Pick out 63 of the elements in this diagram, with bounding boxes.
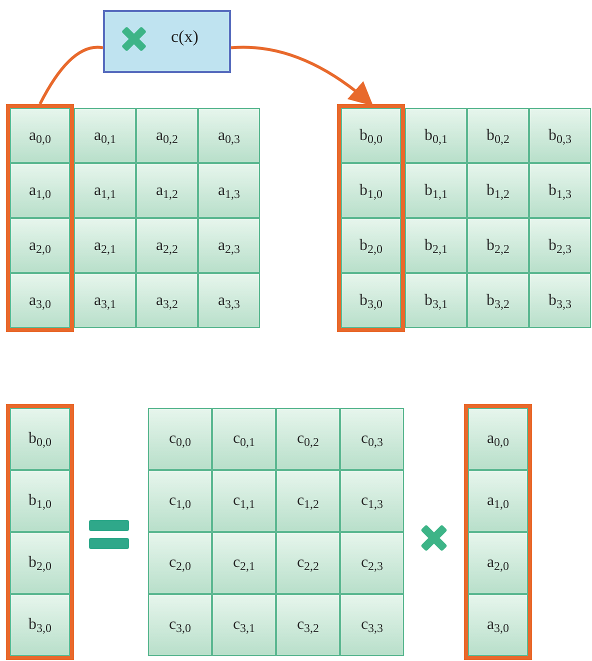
matrix-cell: c$_{1,1}$	[212, 470, 276, 532]
matrix-cell: b$_{0,0}$	[10, 408, 70, 470]
matrix-cell: a$_{2,3}$	[198, 218, 260, 273]
matrix-cell: b$_{2,1}$	[405, 218, 467, 273]
matrix-cell: a$_{2,1}$	[74, 218, 136, 273]
matrix-cell: a$_{3,0}$	[468, 594, 528, 656]
function-label: c(x)	[171, 28, 198, 45]
matrix-cell: c$_{0,1}$	[212, 408, 276, 470]
matrix-cell: b$_{0,1}$	[405, 108, 467, 163]
matrix-cell: b$_{3,0}$	[10, 594, 70, 656]
curved-arrow	[230, 46, 374, 106]
matrix-cell: a$_{2,0}$	[468, 532, 528, 594]
matrix-cell: a$_{2,0}$	[10, 218, 70, 273]
matrix-cell: c$_{0,2}$	[276, 408, 340, 470]
matrix-cell: a$_{0,0}$	[10, 108, 70, 163]
matrix-cell: b$_{3,1}$	[405, 273, 467, 328]
matrix-cell: c$_{2,1}$	[212, 532, 276, 594]
matrix-cell: a$_{3,2}$	[136, 273, 198, 328]
column-highlight	[337, 104, 405, 332]
matrix-cell: a$_{2,2}$	[136, 218, 198, 273]
matrix-cell: a$_{0,0}$	[468, 408, 528, 470]
matrix-cell: c$_{2,3}$	[340, 532, 404, 594]
matrix-cell: c$_{3,1}$	[212, 594, 276, 656]
function-box	[103, 10, 231, 73]
matrix-cell: c$_{0,3}$	[340, 408, 404, 470]
matrix-cell: a$_{3,0}$	[10, 273, 70, 328]
matrix-cell: c$_{3,0}$	[148, 594, 212, 656]
matrix-cell: b$_{1,3}$	[529, 163, 591, 218]
matrix-cell: c$_{1,2}$	[276, 470, 340, 532]
matrix-cell: b$_{3,3}$	[529, 273, 591, 328]
column-highlight	[6, 104, 74, 332]
matrix-cell: b$_{1,2}$	[467, 163, 529, 218]
matrix-cell: a$_{1,0}$	[10, 163, 70, 218]
matrix-cell: a$_{0,1}$	[74, 108, 136, 163]
matrix-cell: a$_{1,1}$	[74, 163, 136, 218]
matrix-cell: b$_{0,3}$	[529, 108, 591, 163]
matrix-cell: a$_{1,0}$	[468, 470, 528, 532]
matrix-cell: b$_{1,1}$	[405, 163, 467, 218]
matrix-cell: a$_{3,1}$	[74, 273, 136, 328]
column-highlight	[464, 404, 532, 660]
matrix-cell: b$_{1,0}$	[10, 470, 70, 532]
matrix-cell: a$_{0,2}$	[136, 108, 198, 163]
matrix-cell: c$_{0,0}$	[148, 408, 212, 470]
matrix-cell: c$_{1,0}$	[148, 470, 212, 532]
matrix-cell: b$_{2,2}$	[467, 218, 529, 273]
matrix-cell: a$_{3,3}$	[198, 273, 260, 328]
matrix-cell: a$_{1,2}$	[136, 163, 198, 218]
matrix-cell: b$_{3,2}$	[467, 273, 529, 328]
matrix-cell: b$_{1,0}$	[341, 163, 401, 218]
column-highlight	[6, 404, 74, 660]
matrix-cell: c$_{1,3}$	[340, 470, 404, 532]
matrix-cell: b$_{0,2}$	[467, 108, 529, 163]
matrix-cell: c$_{2,0}$	[148, 532, 212, 594]
matrix-cell: a$_{1,3}$	[198, 163, 260, 218]
matrix-cell: a$_{0,3}$	[198, 108, 260, 163]
matrix-cell: b$_{0,0}$	[341, 108, 401, 163]
matrix-cell: b$_{2,3}$	[529, 218, 591, 273]
matrix-cell: b$_{3,0}$	[341, 273, 401, 328]
matrix-cell: b$_{2,0}$	[10, 532, 70, 594]
matrix-cell: b$_{2,0}$	[341, 218, 401, 273]
matrix-cell: c$_{2,2}$	[276, 532, 340, 594]
matrix-cell: c$_{3,2}$	[276, 594, 340, 656]
matrix-cell: c$_{3,3}$	[340, 594, 404, 656]
